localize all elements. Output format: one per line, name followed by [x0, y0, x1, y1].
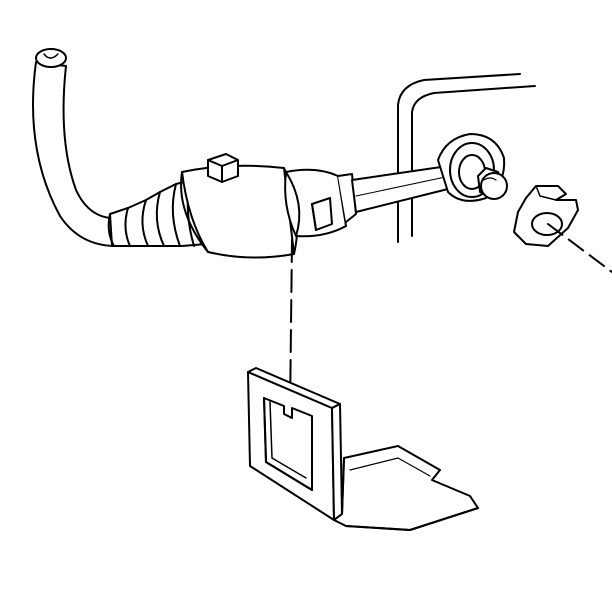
mounting-panel: [397, 73, 536, 243]
retaining-collar: [284, 168, 357, 238]
ball-stud: [477, 167, 508, 200]
retaining-clip: [513, 185, 579, 247]
mounting-bracket: [247, 367, 479, 531]
cable-housing: [32, 48, 119, 247]
actuator-rod: [351, 165, 453, 213]
leader-line-clip: [547, 223, 612, 273]
